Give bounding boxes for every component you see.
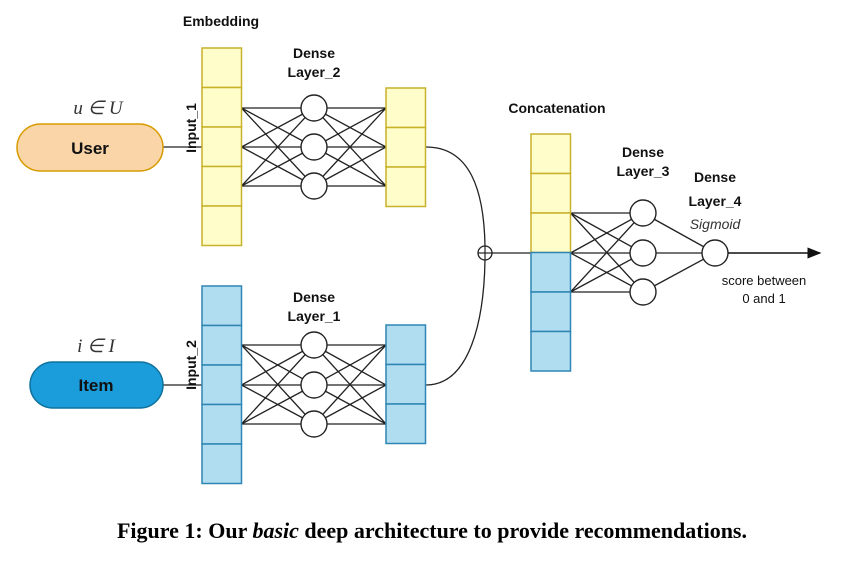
concat-item-cell [530,291,572,333]
user-input-node: User [16,123,164,172]
user-dense-output-cell [385,166,427,208]
output-label-line2: 0 and 1 [742,291,785,306]
concatenation-label: Concatenation [508,100,605,116]
item-pill [29,361,164,409]
item-input-node: Item [29,361,164,409]
dense-layer-3-label-line1: Dense [622,144,664,160]
user-embedding-to-dense [241,107,315,148]
concat-user-cell [530,212,572,254]
concat-to-dense3 [570,212,644,293]
user-embedding-cell [201,47,243,89]
dense-layer-1-node [300,371,328,399]
item-embedding-cell [201,285,243,327]
embedding-label: Embedding [183,13,259,29]
concat-to-dense3 [570,212,644,254]
dense-layer-1-label-line1: Dense [293,289,335,305]
input-1-label: Input_1 [183,103,199,153]
dense-layer-1-label-line2: Layer_1 [288,308,341,324]
user-embedding-to-dense [241,146,315,187]
concat-user-cell [530,133,572,175]
input-2-label: Input_2 [183,340,199,390]
item-dense-output-cell [385,363,427,405]
dense-layer-3-node [629,239,657,267]
user-merge-curve [425,146,486,247]
item-merge-curve [425,259,486,386]
user-pill [16,123,164,172]
dense-layer-2-node [300,94,328,122]
item-dense-output-cell [385,324,427,366]
dense-layer-1-node [300,331,328,359]
dense-layer-4-label-line2: Layer_4 [689,193,742,209]
item-embedding-to-dense [241,344,315,425]
dense-layer-4-node [701,239,729,267]
item-embedding-to-dense [241,344,315,386]
item-embedding-cell [201,403,243,445]
item-dense-output-cell [385,403,427,445]
item-embedding-cell [201,324,243,366]
user-embedding-cell [201,205,243,247]
item-dense-to-output [313,344,387,425]
user-dense-output-cell [385,87,427,129]
sigmoid-label: Sigmoid [690,216,742,232]
dense-layer-4-label-line1: Dense [694,169,736,185]
caption-emphasis: basic [252,518,299,543]
figure-caption: Figure 1: Our basic deep architecture to… [0,518,864,544]
output-label-line1: score between [722,273,807,288]
dense-layer-2-node [300,133,328,161]
caption-prefix: Figure 1: Our [116,518,253,543]
vectors [201,47,572,485]
user-embedding-to-dense [241,107,315,187]
item-label: Item [79,376,114,395]
caption-suffix: deep architecture to provide recommendat… [298,518,747,543]
concat-to-dense3 [570,252,644,293]
nodes [300,94,729,438]
dense-layer-2-label-line2: Layer_2 [288,64,341,80]
merge-operator [477,245,493,261]
item-set-label: i ∈ I [77,336,116,357]
user-dense-output-cell [385,126,427,168]
dense-layer-2-label-line1: Dense [293,45,335,61]
dense-layer-1-node [300,410,328,438]
dense-layer-3-node [629,199,657,227]
user-embedding-cell [201,86,243,128]
concat-user-cell [530,172,572,214]
user-embedding-cell [201,165,243,207]
dense-layer-2-node [300,172,328,200]
item-embedding-cell [201,364,243,406]
dense3-to-dense4 [642,212,716,254]
user-dense-to-output [313,107,387,187]
concat-item-cell [530,251,572,293]
user-label: User [71,139,109,158]
concat-item-cell [530,330,572,372]
item-embedding-to-dense [241,384,315,425]
item-embedding-cell [201,443,243,485]
dense-layer-3-label-line2: Layer_3 [617,163,670,179]
user-set-label: u ∈ U [73,98,124,119]
dense-layer-3-node [629,278,657,306]
user-embedding-cell [201,126,243,168]
item-dense-to-output [313,344,387,386]
